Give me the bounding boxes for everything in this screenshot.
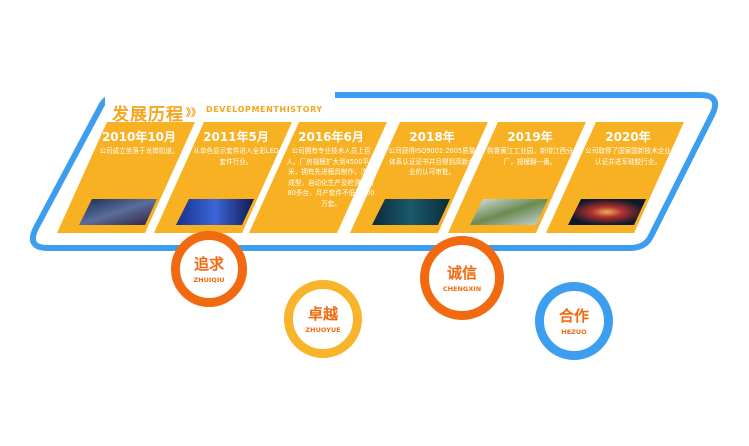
timeline-photo-led-display bbox=[176, 199, 254, 225]
frame-outline bbox=[30, 92, 718, 251]
timeline-year: 2019年 bbox=[507, 130, 553, 144]
timeline-card: 2016年6月公司拥有专业技术人员上百人，厂房规模扩大到4500平方米，拥有先进… bbox=[285, 130, 377, 209]
value-en: CHENGXIN bbox=[442, 284, 482, 293]
timeline-desc: 公司取得了国家国新技术企业认证并进军硅胶行业。 bbox=[585, 147, 671, 166]
value-cn: 卓越 bbox=[307, 304, 338, 323]
timeline-photo-led-star bbox=[568, 199, 646, 225]
timeline-year: 2016年6月 bbox=[298, 130, 364, 144]
timeline-desc: 购置黄江工业园，新增江西分厂，规模翻一番。 bbox=[487, 147, 573, 166]
timeline-desc: 公司获得ISO9001:2005质量体系认证证书并且得到高新企业的认可审批。 bbox=[388, 147, 476, 176]
value-circle-zhuoyue: 卓越 ZHUOYUE bbox=[284, 280, 362, 358]
value-en: HEZUO bbox=[561, 327, 587, 336]
section-title: 发展历程 bbox=[112, 105, 184, 125]
value-en: ZHUOYUE bbox=[305, 325, 341, 334]
timeline-desc: 公司成立坐落于龙岗街道。 bbox=[99, 147, 179, 155]
timeline-card: 2011年5月从单色显示套件进入全彩LED套件行业。 bbox=[190, 130, 282, 167]
timeline-card: 2010年10月公司成立坐落于龙岗街道。 bbox=[93, 130, 185, 157]
value-cn: 追求 bbox=[193, 254, 224, 273]
timeline-card: 2020年公司取得了国家国新技术企业认证并进军硅胶行业。 bbox=[582, 130, 674, 167]
timeline-desc: 从单色显示套件进入全彩LED套件行业。 bbox=[193, 147, 279, 166]
timeline-year: 2011年5月 bbox=[203, 130, 269, 144]
timeline-photo-city-skyline bbox=[79, 199, 157, 225]
double-chevron-icon: 》》 bbox=[186, 108, 201, 119]
timeline-card: 2019年购置黄江工业园，新增江西分厂，规模翻一番。 bbox=[484, 130, 576, 167]
timeline-card-bg bbox=[249, 122, 387, 233]
value-en: ZHUIQIU bbox=[193, 275, 225, 284]
value-cn: 诚信 bbox=[446, 263, 477, 282]
timeline-year: 2010年10月 bbox=[101, 130, 177, 144]
timeline-photo-industrial-park bbox=[470, 199, 548, 225]
timeline-card: 2018年公司获得ISO9001:2005质量体系认证证书并且得到高新企业的认可… bbox=[386, 130, 478, 178]
value-circle-zhuiqiu: 追求 ZHUIQIU bbox=[171, 231, 247, 307]
value-circle-chengxin: 诚信 CHENGXIN bbox=[420, 236, 504, 320]
timeline-photo-led-pattern bbox=[372, 199, 450, 225]
section-subtitle: DEVELOPMENTHISTORY bbox=[206, 105, 323, 114]
timeline-year: 2020年 bbox=[605, 130, 651, 144]
value-circle-hezuo: 合作 HEZUO bbox=[535, 282, 613, 360]
value-cn: 合作 bbox=[558, 306, 589, 325]
timeline-year: 2018年 bbox=[409, 130, 455, 144]
timeline-desc: 公司拥有专业技术人员上百人，厂房规模扩大到4500平方米，拥有先进模具制作，注塑… bbox=[286, 147, 376, 208]
